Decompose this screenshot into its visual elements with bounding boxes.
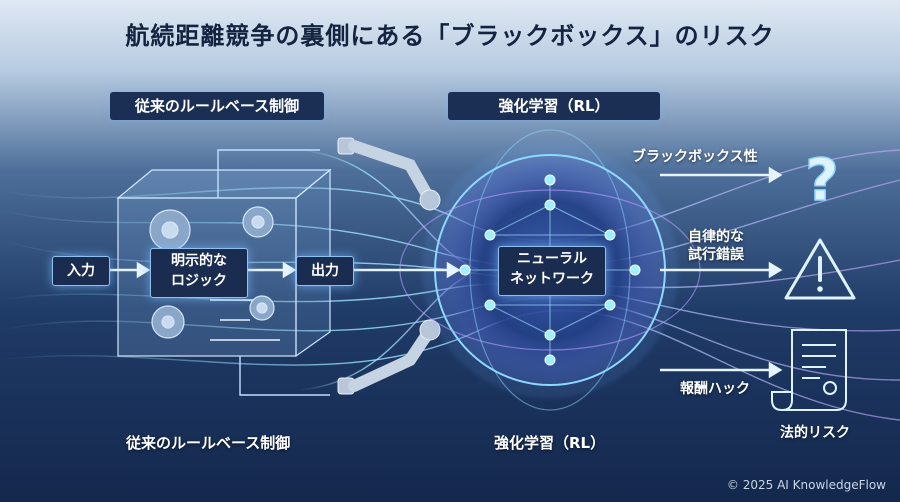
page-title: 航続距離競争の裏側にある「ブラックボックス」のリスク — [125, 22, 775, 50]
input-box: 入力 — [52, 256, 110, 286]
caption-rl: 強化学習（RL） — [494, 434, 606, 452]
input-label: 入力 — [67, 263, 95, 279]
risk-trial-line1: 自律的な — [688, 229, 744, 245]
network-label-line1: ニューラル — [517, 251, 587, 267]
neural-network-box: ニューラル ネットワーク — [498, 246, 606, 296]
document-icon — [771, 329, 847, 411]
question-icon: ? — [804, 145, 839, 215]
tag-rl: 強化学習（RL） — [448, 92, 660, 120]
flow-arrows — [110, 166, 783, 379]
risk-legal-label: 法的リスク — [780, 425, 850, 441]
warning-icon — [784, 238, 856, 300]
output-box: 出力 — [296, 256, 354, 286]
risk-trial-label: 自律的な 試行錯誤 — [688, 228, 744, 264]
logic-label-line1: 明示的な — [171, 253, 227, 269]
risk-trial-line2: 試行錯誤 — [688, 247, 744, 263]
tag-rule-based: 従来のルールベース制御 — [110, 92, 324, 120]
output-label: 出力 — [311, 263, 339, 279]
svg-text:?: ? — [805, 146, 839, 214]
risk-reward-hack-label: 報酬ハック — [680, 381, 750, 397]
robot-arm-icon — [337, 137, 441, 395]
network-label-line2: ネットワーク — [510, 271, 594, 287]
copyright-text: © 2025 AI KnowledgeFlow — [726, 478, 886, 492]
logic-box: 明示的な ロジック — [150, 248, 248, 298]
logic-label-line2: ロジック — [171, 273, 227, 289]
gear-icon — [149, 206, 275, 339]
risk-blackbox-label: ブラックボックス性 — [632, 149, 758, 165]
caption-rule-based: 従来のルールベース制御 — [126, 434, 291, 452]
